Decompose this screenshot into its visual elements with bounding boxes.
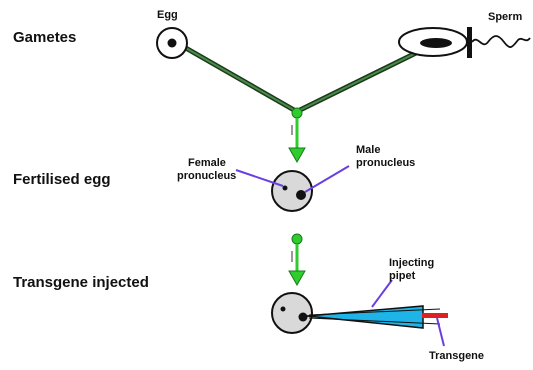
stage-label-injected: Transgene injected [13, 274, 149, 291]
pipet-pointer [372, 280, 392, 307]
transgene-label: Transgene [429, 350, 484, 362]
transgene-segment [422, 313, 448, 318]
male-pronucleus-pointer [305, 166, 349, 192]
egg-label: Egg [157, 9, 178, 21]
injected-egg [272, 293, 312, 333]
injection-arrow [289, 234, 305, 285]
fertilisation-arrow [289, 108, 305, 162]
stage-label-gametes: Gametes [13, 29, 76, 46]
transgene-pointer [437, 318, 444, 346]
injecting-pipet [307, 306, 440, 328]
sperm-cell [399, 27, 530, 58]
sperm-label: Sperm [488, 11, 522, 23]
sperm-to-zygote-line [300, 52, 418, 110]
egg-to-zygote-line [184, 47, 294, 110]
stage-label-fertilised: Fertilised egg [13, 171, 111, 188]
egg-cell [157, 28, 187, 58]
